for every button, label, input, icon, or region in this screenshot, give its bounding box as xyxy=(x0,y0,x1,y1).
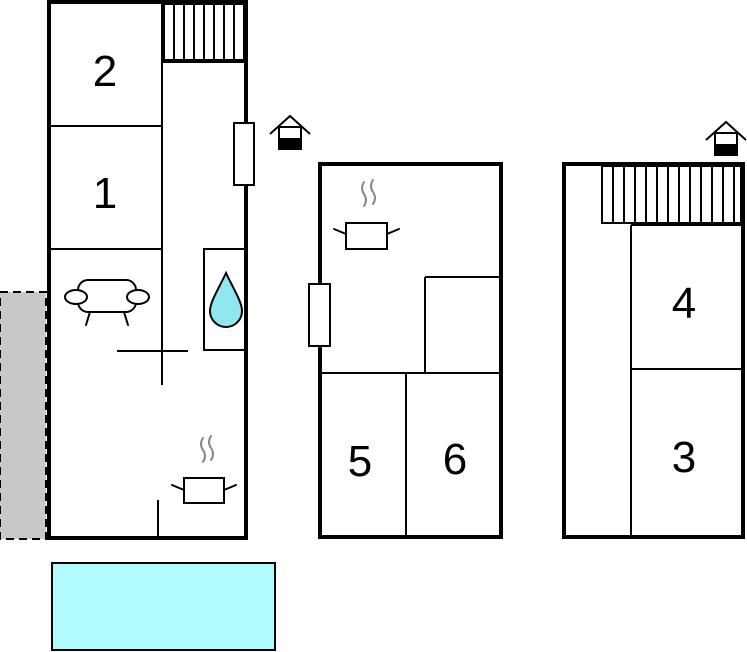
pool xyxy=(51,562,276,651)
shower-icon xyxy=(208,270,244,328)
building-right xyxy=(562,162,745,539)
bathroom xyxy=(203,248,247,351)
stairs-icon xyxy=(163,3,245,61)
room-3-label: 3 xyxy=(672,433,696,482)
entrance-icon xyxy=(705,120,747,156)
sofa-icon xyxy=(64,279,150,326)
room-6-label: 6 xyxy=(443,435,467,484)
room-4-label: 4 xyxy=(672,279,696,328)
door-icon xyxy=(308,283,331,347)
room-2-label: 2 xyxy=(93,47,117,96)
terrace xyxy=(0,291,47,540)
room-5-label: 5 xyxy=(348,437,372,486)
building-middle xyxy=(308,162,503,539)
door-icon xyxy=(233,122,255,186)
entrance-icon xyxy=(269,114,311,150)
stairs-icon xyxy=(601,165,742,224)
building-left xyxy=(47,0,255,540)
kitchen-icon xyxy=(171,435,237,504)
kitchen-icon xyxy=(333,179,400,250)
room-1-label: 1 xyxy=(93,169,117,218)
